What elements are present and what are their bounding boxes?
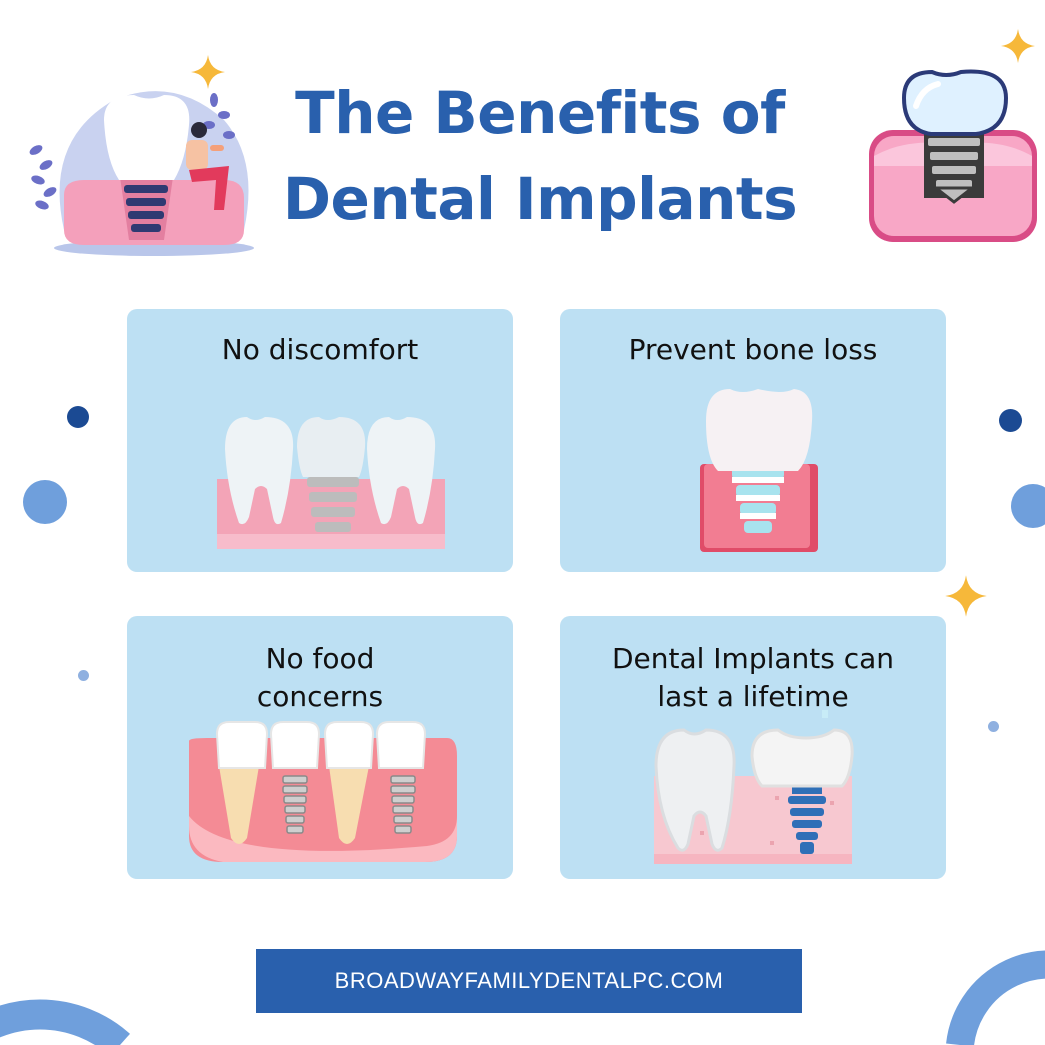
bottom-left-arc-decoration: [0, 999, 130, 1045]
page-title: The Benefits of Dental Implants: [250, 70, 830, 242]
sparkle-star-icon: [945, 575, 987, 617]
implant-between-teeth-icon: [217, 417, 445, 549]
implant-crown-icon: [700, 389, 818, 552]
card-label: Dental Implants can last a lifetime: [560, 640, 946, 716]
tooth-and-implant-icon: [654, 710, 854, 864]
sparkle-star-icon: [191, 55, 225, 89]
blue-circle-left: [23, 480, 67, 524]
card-label-line-2: last a lifetime: [657, 680, 849, 713]
card-label: No discomfort: [221, 333, 419, 366]
title-line-2: Dental Implants: [282, 165, 798, 233]
sparkle-star-icon: [1001, 29, 1035, 63]
benefit-card-last-a-lifetime: Dental Implants can last a lifetime: [560, 616, 946, 879]
implant-crown-illustration: [869, 69, 1037, 242]
card-label: No food concerns: [127, 640, 513, 716]
blue-circle-right: [1011, 484, 1045, 528]
bottom-right-arc-decoration: [946, 950, 1045, 1045]
benefit-card-prevent-bone-loss: Prevent bone loss: [560, 309, 946, 572]
card-label-line-2: concerns: [256, 680, 384, 713]
navy-dot-left: [67, 406, 89, 428]
small-dot-right: [988, 721, 999, 732]
title-line-1: The Benefits of: [295, 79, 785, 147]
card-label-line-1: Dental Implants can: [611, 642, 895, 675]
benefit-card-no-discomfort: No discomfort: [127, 309, 513, 572]
implant-row-icon: [189, 721, 457, 862]
website-link-button[interactable]: BROADWAYFAMILYDENTALPC.COM: [256, 949, 802, 1013]
card-label-line-1: No food: [265, 642, 375, 675]
navy-dot-right: [999, 409, 1022, 432]
benefit-card-no-food-concerns: No food concerns: [127, 616, 513, 879]
small-dot-left: [78, 670, 89, 681]
implant-with-person-illustration: [29, 91, 254, 256]
card-label: Prevent bone loss: [628, 333, 878, 366]
